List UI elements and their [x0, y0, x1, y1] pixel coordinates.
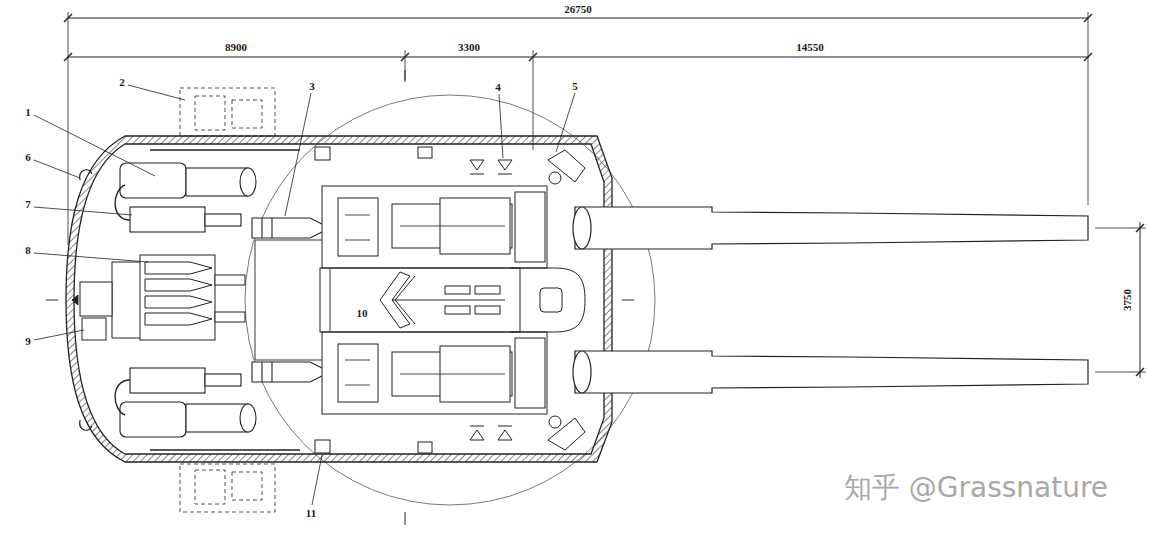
callout-number: 2	[117, 76, 127, 88]
callout-number: 4	[493, 81, 503, 93]
callout-number: 8	[23, 244, 33, 256]
callout-number: 11	[304, 507, 318, 519]
callout-number: 9	[23, 335, 33, 347]
callout-number: 3	[307, 80, 317, 92]
dimension-value: 26750	[562, 3, 594, 15]
callout-number: 10	[355, 307, 370, 319]
dimension-value: 3750	[1121, 287, 1133, 313]
callout-number: 7	[23, 198, 33, 210]
dimension-value: 3300	[456, 41, 482, 53]
callout-number: 5	[570, 80, 580, 92]
dimension-value: 8900	[223, 41, 249, 53]
callout-number: 1	[23, 106, 33, 118]
watermark: 知乎 @Grassnature	[842, 473, 1110, 504]
callout-number: 6	[23, 151, 33, 163]
dimension-value: 14550	[794, 41, 826, 53]
